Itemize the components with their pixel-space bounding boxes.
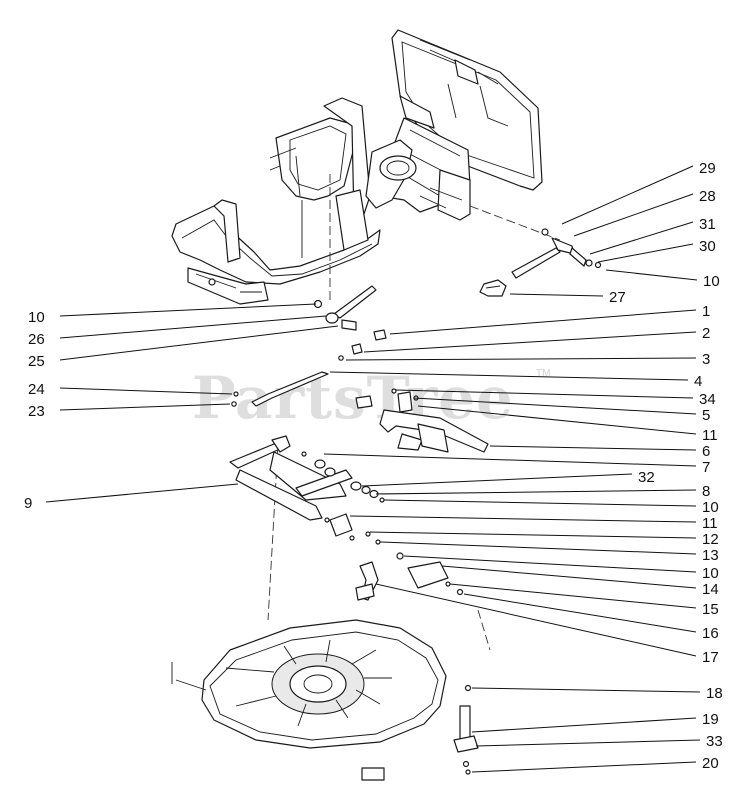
callout-6: 6 <box>702 443 710 460</box>
callout-7: 7 <box>702 459 710 476</box>
callout-30: 30 <box>699 238 716 255</box>
callout-17: 17 <box>702 649 719 666</box>
callout-31: 31 <box>699 216 716 233</box>
callout-10-top: 10 <box>703 273 720 290</box>
callout-18: 18 <box>706 685 723 702</box>
callout-5: 5 <box>702 407 710 424</box>
callout-3: 3 <box>702 351 710 368</box>
callout-12: 12 <box>702 531 719 548</box>
callout-23: 23 <box>28 403 45 420</box>
watermark-text: PartsTree <box>192 364 514 432</box>
callout-33: 33 <box>706 733 723 750</box>
deck-hanger-parts <box>453 684 479 775</box>
callout-27: 27 <box>609 289 626 306</box>
callout-8: 8 <box>702 483 710 500</box>
watermark-trademark: TM <box>536 368 550 379</box>
callout-25: 25 <box>28 353 45 370</box>
callout-32: 32 <box>638 469 655 486</box>
callout-10-mid: 10 <box>702 499 719 516</box>
steering-handle-assembly <box>479 228 602 297</box>
callout-16: 16 <box>702 625 719 642</box>
callout-10-lower: 10 <box>702 565 719 582</box>
callout-15: 15 <box>702 601 719 618</box>
lower-linkage-assembly <box>355 552 464 601</box>
callout-11-upper: 11 <box>702 427 718 444</box>
callout-34: 34 <box>699 391 716 408</box>
callout-14: 14 <box>702 581 719 598</box>
callout-11-lower: 11 <box>702 515 718 532</box>
callout-4: 4 <box>694 373 702 390</box>
callout-1: 1 <box>702 303 710 320</box>
callout-9: 9 <box>24 495 32 512</box>
callout-20: 20 <box>702 755 719 772</box>
mid-linkage-assembly <box>231 285 489 453</box>
callout-13: 13 <box>702 547 719 564</box>
frame-assembly <box>171 29 543 305</box>
callout-10-left: 10 <box>28 309 45 326</box>
callout-26: 26 <box>28 331 45 348</box>
mower-deck <box>171 619 447 781</box>
watermark: PartsTree TM <box>192 364 550 432</box>
callouts: 29 28 31 30 10 27 10 26 25 1 2 3 4 24 34… <box>24 160 723 773</box>
callout-2: 2 <box>702 325 710 342</box>
callout-28: 28 <box>699 188 716 205</box>
shaft-assembly <box>229 435 385 545</box>
callout-19: 19 <box>702 711 719 728</box>
callout-29: 29 <box>699 160 716 177</box>
callout-24: 24 <box>28 381 45 398</box>
